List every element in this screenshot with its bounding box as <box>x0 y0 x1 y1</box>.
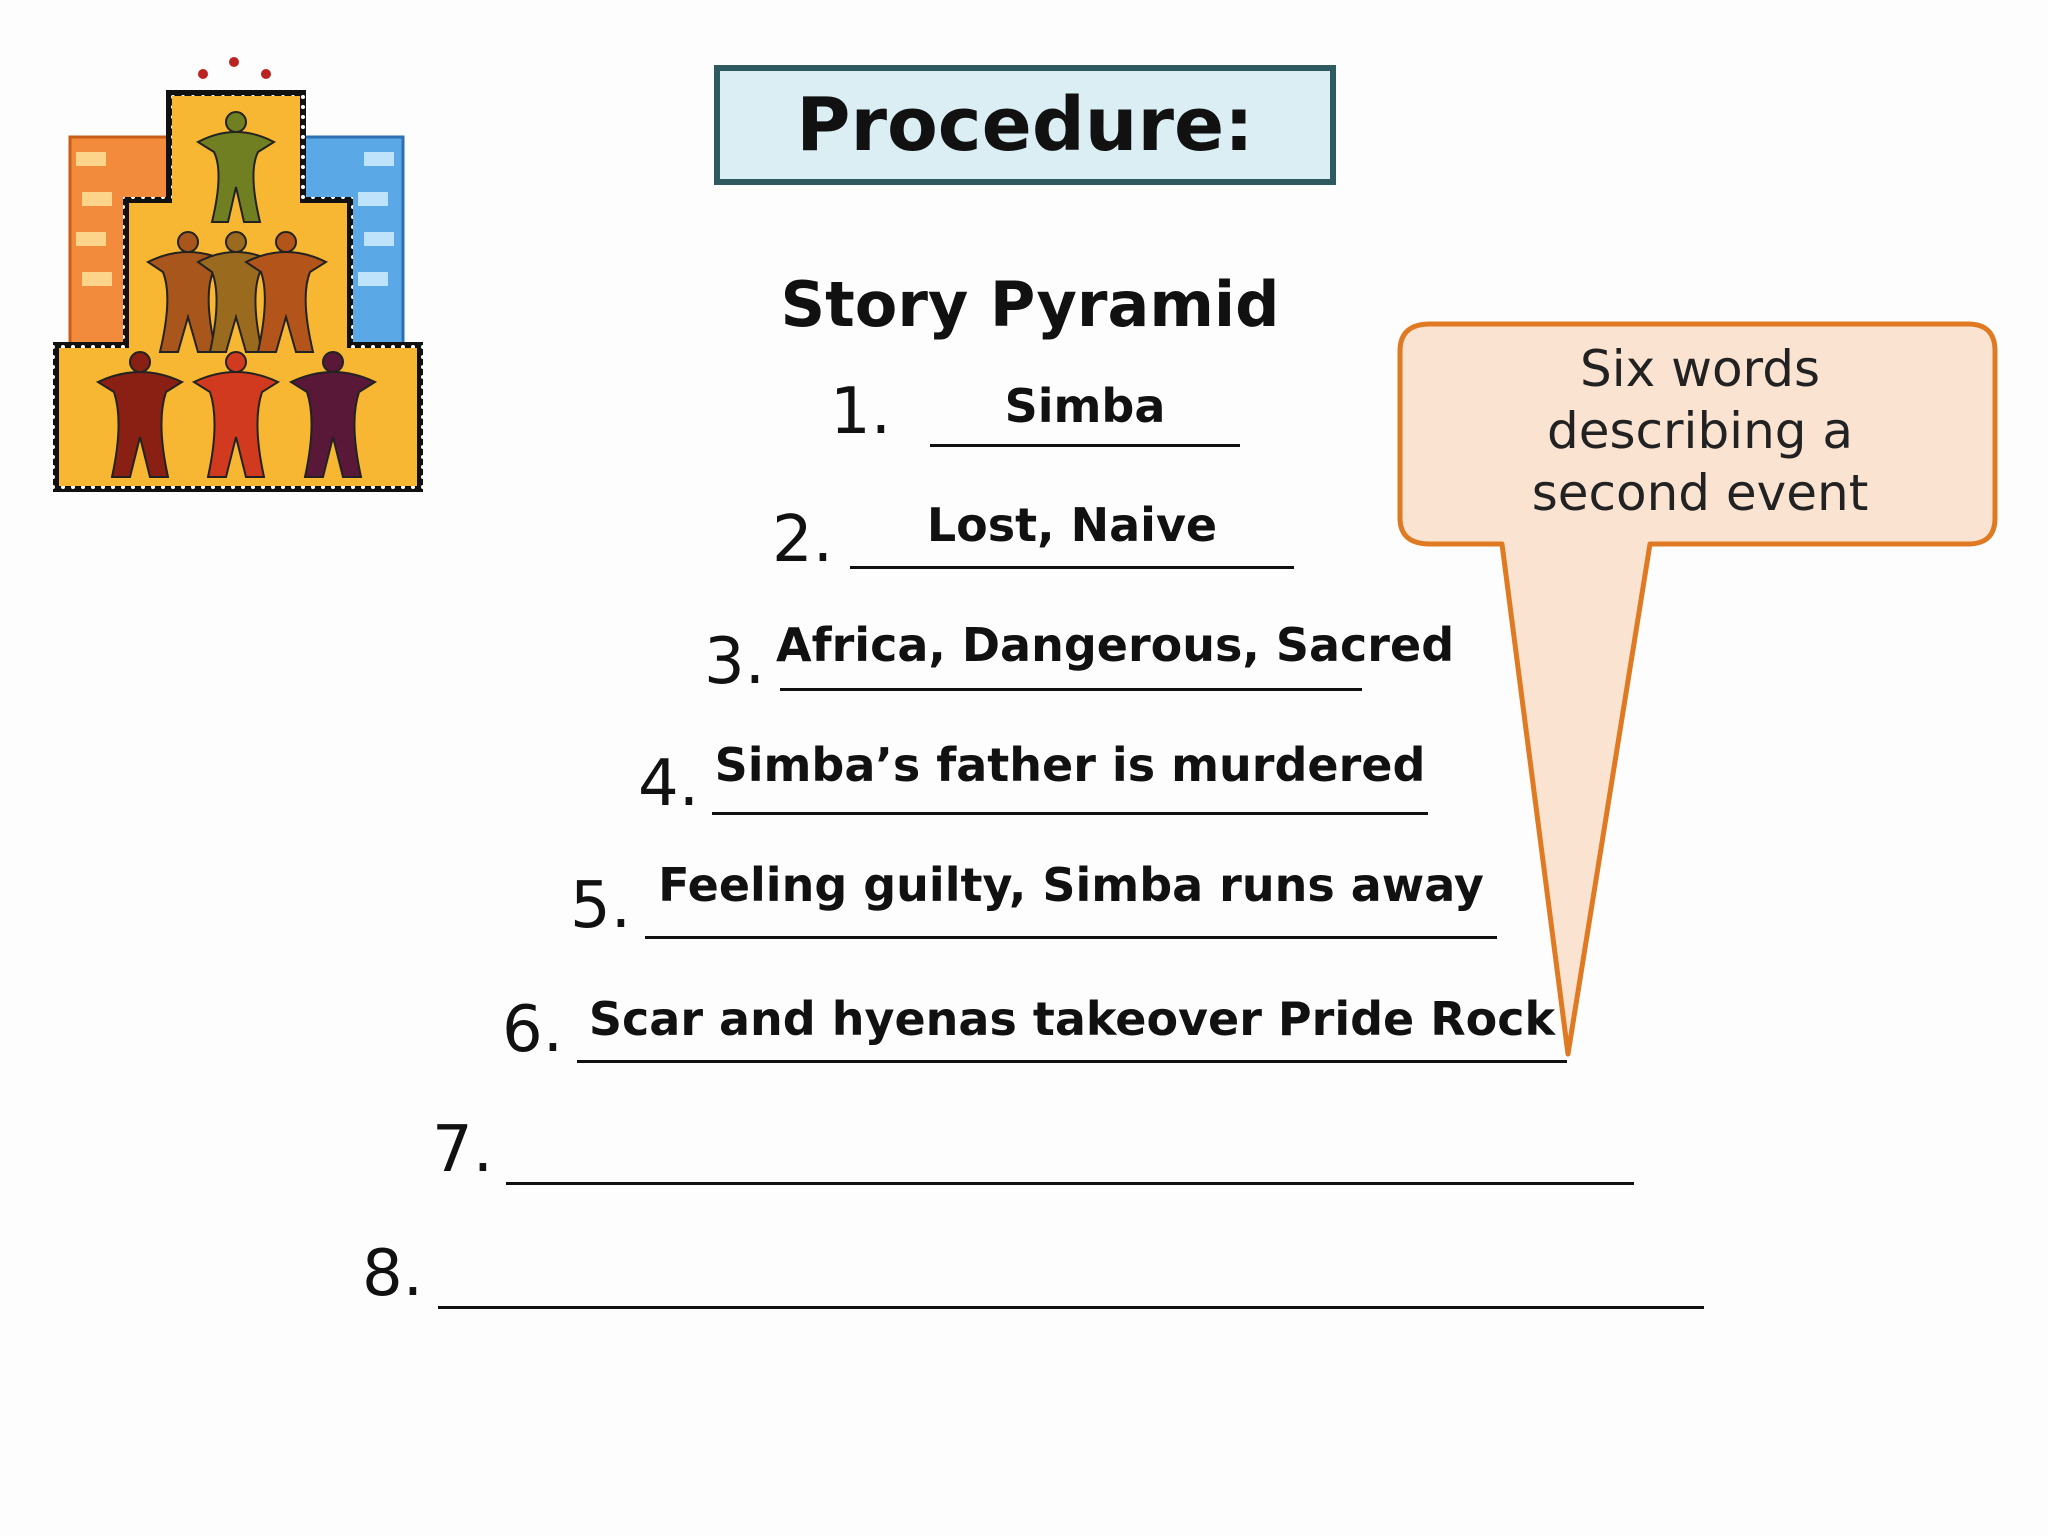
row-number: 8. <box>362 1237 424 1311</box>
callout-text: Six words describing a second event <box>1410 338 1990 524</box>
slide-title: Procedure: <box>796 82 1254 168</box>
answer-line <box>850 566 1294 569</box>
row-answer: Scar and hyenas takeover Pride Rock <box>588 992 1556 1046</box>
answer-line <box>438 1306 1704 1309</box>
row-answer: Africa, Dangerous, Sacred <box>776 618 1455 672</box>
row-number: 2. <box>772 503 834 577</box>
row-number: 1. <box>830 375 892 449</box>
row-answer: Simba’s father is murdered <box>714 738 1426 792</box>
callout-bubble <box>1397 321 1998 1057</box>
row-number: 4. <box>638 747 700 821</box>
answer-line <box>780 688 1362 691</box>
row-number: 5. <box>570 869 632 943</box>
answer-line <box>645 936 1497 939</box>
row-number: 6. <box>502 993 564 1067</box>
pyramid-of-people-clipart-icon <box>53 57 423 492</box>
callout-line-3: second event <box>1531 464 1869 522</box>
answer-line <box>506 1182 1634 1185</box>
answer-line <box>577 1060 1567 1063</box>
callout-line-2: describing a <box>1546 402 1854 460</box>
row-answer: Lost, Naive <box>926 498 1218 552</box>
answer-line <box>712 812 1428 815</box>
subtitle: Story Pyramid <box>780 268 1280 341</box>
callout-line-1: Six words <box>1579 340 1821 398</box>
row-number: 7. <box>432 1113 494 1187</box>
row-number: 3. <box>704 625 766 699</box>
row-answer: Feeling guilty, Simba runs away <box>658 858 1484 912</box>
answer-line <box>930 444 1240 447</box>
row-answer: Simba <box>1004 379 1166 433</box>
title-box: Procedure: <box>714 65 1336 185</box>
